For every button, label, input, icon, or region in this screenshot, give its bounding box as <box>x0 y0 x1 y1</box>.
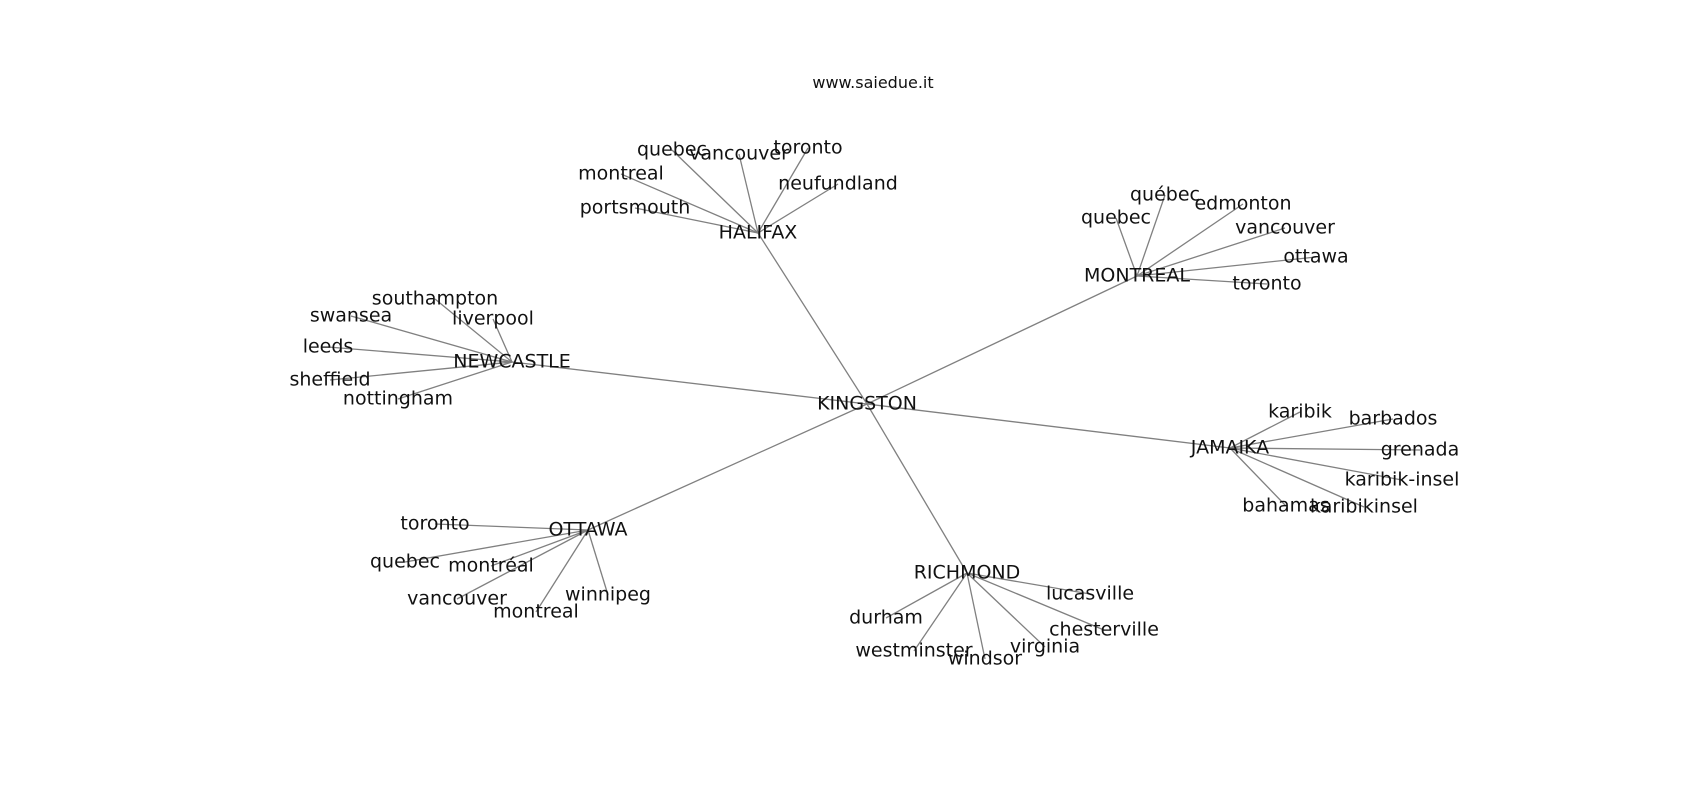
leaf-node-label: durham <box>849 607 923 629</box>
labels-layer: KINGSTONHALIFAXquebecvancouvertorontomon… <box>289 137 1459 670</box>
edge-jamaika-leaf <box>1229 447 1403 481</box>
edge-newcastle-leaf <box>327 346 513 363</box>
edge-ottawa-leaf <box>456 529 589 600</box>
edge-root-halifax <box>757 232 868 405</box>
edge-richmond-leaf <box>913 572 968 652</box>
edge-jamaika-leaf <box>1229 447 1421 451</box>
edge-jamaika-leaf <box>1229 447 1365 508</box>
edge-montreal-leaf <box>1136 203 1244 277</box>
leaf-node-label: nottingham <box>343 388 453 410</box>
edge-root-newcastle <box>511 361 868 405</box>
edge-montreal-leaf <box>1115 217 1138 277</box>
leaf-node-label: quebec <box>637 139 707 161</box>
edge-halifax-leaf <box>671 149 759 234</box>
edge-montreal-leaf <box>1136 194 1166 277</box>
leaf-node-label: vancouver <box>1235 217 1335 239</box>
hub-node-label-halifax: HALIFAX <box>719 222 798 244</box>
edge-richmond-leaf <box>966 572 986 660</box>
hub-node-label-richmond: RICHMOND <box>914 562 1021 584</box>
hub-node-label-montreal: MONTREAL <box>1084 265 1190 287</box>
leaf-node-label: portsmouth <box>580 197 691 219</box>
leaf-node-label: toronto <box>773 137 842 159</box>
edge-richmond-leaf <box>966 572 1046 648</box>
edge-newcastle-leaf <box>492 318 513 363</box>
edge-halifax-leaf <box>620 173 759 234</box>
edge-montreal-leaf <box>1136 256 1317 277</box>
leaf-node-label: barbados <box>1349 408 1438 430</box>
leaf-node-label: southampton <box>372 288 498 310</box>
leaf-node-label: westminster <box>855 640 972 662</box>
edge-root-richmond <box>866 403 968 574</box>
leaf-node-label: neufundland <box>778 173 898 195</box>
edge-newcastle-leaf <box>350 315 513 363</box>
leaf-node-label: windsor <box>948 648 1022 670</box>
edge-ottawa-leaf <box>490 529 589 567</box>
leaf-node-label: bahamas <box>1242 495 1329 517</box>
leaf-node-label: winnipeg <box>565 584 651 606</box>
hub-node-label-newcastle: NEWCASTLE <box>453 351 571 373</box>
edge-jamaika-leaf <box>1229 411 1301 449</box>
site-url-label: www.saiedue.it <box>812 73 933 92</box>
edge-jamaika-leaf <box>1229 418 1394 449</box>
hub-node-label-jamaika: JAMAIKA <box>1190 437 1269 459</box>
leaf-node-label: montreal <box>578 163 664 185</box>
edge-richmond-leaf <box>885 572 968 619</box>
leaf-node-label: chesterville <box>1049 619 1159 641</box>
leaf-node-label: québec <box>1130 184 1200 206</box>
leaf-node-label: vancouver <box>689 143 789 165</box>
edge-newcastle-leaf <box>397 361 513 400</box>
leaf-node-label: montreal <box>493 601 579 623</box>
leaf-node-label: karibikinsel <box>1310 496 1418 518</box>
edge-newcastle-leaf <box>329 361 513 381</box>
root-node-label: KINGSTON <box>817 393 917 415</box>
edge-halifax-leaf <box>757 183 839 234</box>
edge-ottawa-leaf <box>434 523 589 531</box>
edge-root-ottawa <box>587 403 868 531</box>
leaf-node-label: lucasville <box>1046 583 1134 605</box>
edge-ottawa-leaf <box>404 529 589 563</box>
edges-layer <box>327 147 1421 660</box>
leaf-node-label: toronto <box>1232 273 1301 295</box>
edge-ottawa-leaf <box>535 529 589 613</box>
edge-root-montreal <box>866 275 1138 405</box>
leaf-node-label: swansea <box>310 305 392 327</box>
leaf-node-label: toronto <box>400 513 469 535</box>
edge-richmond-leaf <box>966 572 1091 595</box>
leaf-node-label: grenada <box>1381 439 1460 461</box>
leaf-node-label: vancouver <box>407 588 507 610</box>
edge-halifax-leaf <box>634 207 759 234</box>
edge-root-jamaika <box>866 403 1231 449</box>
edge-montreal-leaf <box>1136 227 1286 277</box>
leaf-node-label: ottawa <box>1283 246 1348 268</box>
leaf-node-label: montréal <box>448 555 534 577</box>
edge-montreal-leaf <box>1136 275 1268 285</box>
leaf-node-label: leeds <box>303 336 354 358</box>
leaf-node-label: edmonton <box>1194 193 1291 215</box>
edge-halifax-leaf <box>738 153 759 234</box>
leaf-node-label: quebec <box>370 551 440 573</box>
leaf-node-label: karibik <box>1268 401 1332 423</box>
edge-richmond-leaf <box>966 572 1105 631</box>
leaf-node-label: karibik-insel <box>1345 469 1460 491</box>
edge-ottawa-leaf <box>587 529 609 596</box>
edge-newcastle-leaf <box>434 298 513 363</box>
edge-halifax-leaf <box>757 147 809 234</box>
leaf-node-label: quebec <box>1081 207 1151 229</box>
leaf-node-label: virginia <box>1010 636 1080 658</box>
edge-jamaika-leaf <box>1229 447 1287 507</box>
leaf-node-label: liverpool <box>452 308 534 330</box>
hub-node-label-ottawa: OTTAWA <box>548 519 627 541</box>
leaf-node-label: sheffield <box>289 369 370 391</box>
